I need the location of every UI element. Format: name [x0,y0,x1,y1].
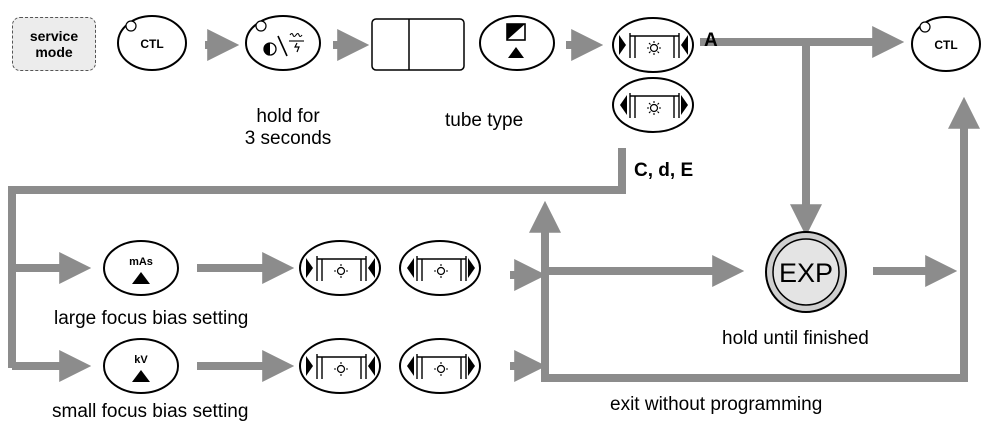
mas-key-label: mAs [129,256,153,268]
branch-cde-label: C, d, E [634,160,694,181]
select-right-icon[interactable] [299,240,381,296]
select-right-icon[interactable] [612,17,694,73]
select-left-icon[interactable] [399,338,481,394]
hold-label: hold for 3 seconds [238,106,338,150]
ctl-key-label: CTL [140,37,163,51]
select-left-icon[interactable] [612,77,694,133]
focus-toggle-icon[interactable] [245,15,321,71]
branch-cde-path [8,148,626,368]
exit-path [545,96,980,382]
service-mode-line2: mode [35,44,73,60]
service-mode-box: service mode [12,17,96,71]
ctl-key-icon[interactable]: CTL [911,16,981,72]
mas-key-icon[interactable]: mAs [103,240,179,296]
hold-label-line1: hold for [256,106,320,127]
branch-a-label: A [704,30,718,51]
display-icon [371,18,465,71]
kv-key-label: kV [134,354,148,366]
exit-without-programming-label: exit without programming [610,394,823,415]
small-focus-label: small focus bias setting [52,401,249,422]
hold-until-finished-label: hold until finished [722,328,869,349]
tube-select-icon[interactable] [479,15,555,71]
tube-type-label: tube type [445,110,524,131]
hold-label-line2: 3 seconds [244,128,332,149]
exp-key-label: EXP [779,258,833,288]
exp-key-icon[interactable]: EXP [765,231,847,313]
ctl-key-icon[interactable]: CTL [117,15,187,71]
select-left-icon[interactable] [399,240,481,296]
select-right-icon[interactable] [299,338,381,394]
ctl-key-label: CTL [934,38,957,52]
service-mode-line1: service [29,28,79,44]
large-focus-label: large focus bias setting [54,308,249,329]
kv-key-icon[interactable]: kV [103,338,179,394]
